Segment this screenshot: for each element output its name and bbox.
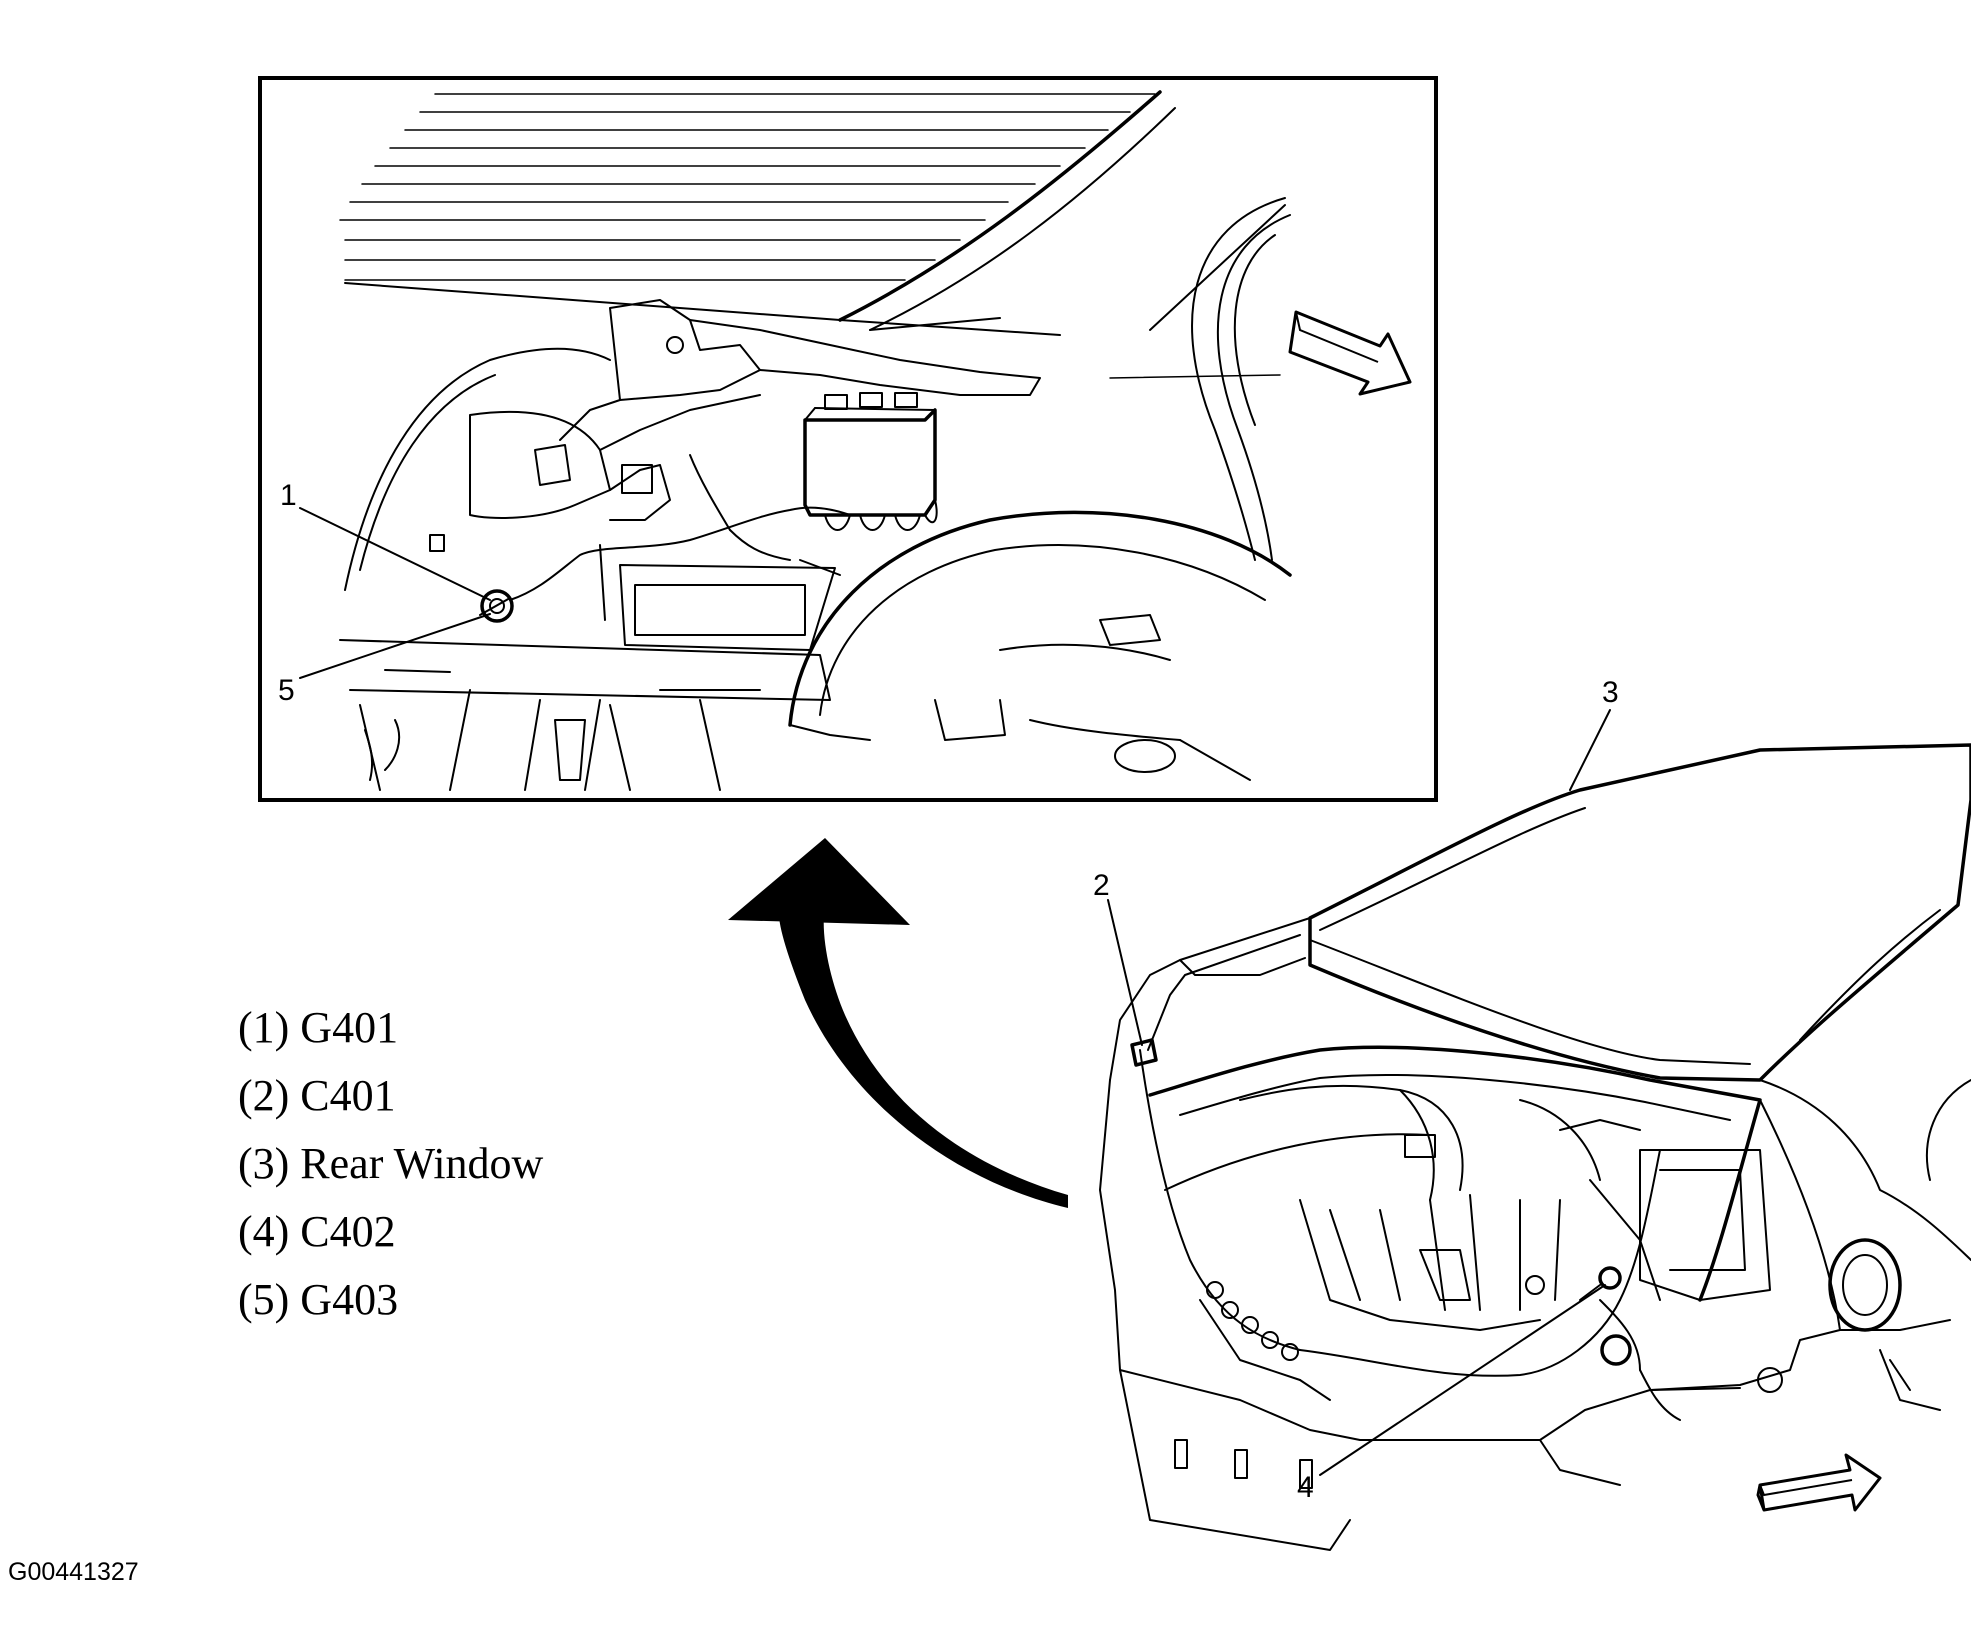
control-module <box>803 392 938 531</box>
callout-5: 5 <box>278 613 491 707</box>
tail-lamp-pocket-right <box>1525 1149 1783 1393</box>
c-pillar-left <box>1109 917 1311 1081</box>
vehicle-rear-overview: 2 3 4 <box>1093 676 1971 1551</box>
legend-item-3: (3) Rear Window <box>238 1139 544 1188</box>
legend-item-5: (5) G403 <box>238 1275 398 1324</box>
callout-label-2: 2 <box>1093 869 1110 902</box>
callout-3: 3 <box>1569 676 1619 791</box>
callout-label-5: 5 <box>278 674 295 707</box>
legend-item-1: (1) G401 <box>238 1003 398 1052</box>
rear-window-edge <box>344 90 1176 336</box>
callout-label-4: 4 <box>1297 1471 1314 1504</box>
ground-stud-g401 <box>479 589 514 623</box>
trunk-opening <box>1148 1045 1762 1331</box>
callout-4: 4 <box>1297 1284 1606 1504</box>
legend-item-2: (2) C401 <box>238 1071 396 1120</box>
legend-item-4: (4) C402 <box>238 1207 396 1256</box>
figure-id: G00441327 <box>8 1558 139 1586</box>
wiring-harness <box>509 454 851 601</box>
rear-window <box>1308 743 1971 1082</box>
quarter-panel-trim <box>1109 197 1291 561</box>
rear-valance-fasteners <box>1174 1281 1331 1489</box>
zoom-indicator-arrow[interactable] <box>728 838 1068 1208</box>
harness-route <box>1139 1049 1681 1421</box>
inset-direction-arrow <box>1288 310 1412 396</box>
callout-1: 1 <box>280 479 491 601</box>
left-quarter-inner-panel <box>344 347 761 591</box>
callout-2: 2 <box>1093 869 1143 1046</box>
detail-inset: 1 5 <box>258 76 1438 802</box>
inset-frame <box>258 76 1438 802</box>
legend: (1) G401 (2) C401 (3) Rear Window (4) C4… <box>238 1003 544 1324</box>
quarter-panel-right <box>1759 1099 1941 1411</box>
package-shelf-ribs <box>339 93 1156 281</box>
overview-direction-arrow <box>1756 1453 1882 1512</box>
body-shell <box>1099 1079 1971 1551</box>
callout-label-1: 1 <box>280 479 297 512</box>
callout-label-3: 3 <box>1602 676 1619 709</box>
rear-wheelhouse <box>788 510 1292 781</box>
hinge-bracket <box>559 299 1041 441</box>
connector-c401 <box>1130 1038 1158 1067</box>
connector-c402 <box>1579 1266 1622 1301</box>
